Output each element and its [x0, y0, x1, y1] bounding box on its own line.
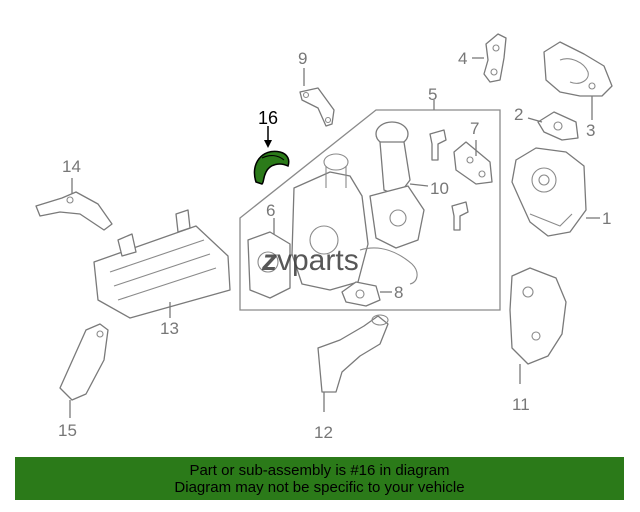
callout-10: 10 [430, 179, 449, 198]
part-12-pipe[interactable] [317, 314, 389, 393]
callout-13: 13 [160, 319, 179, 338]
part-3-housing[interactable] [543, 41, 613, 97]
part-14-bracket[interactable] [35, 191, 113, 231]
callout-2: 2 [514, 105, 523, 124]
bolt [429, 129, 469, 231]
part-7-gasket[interactable] [453, 141, 493, 185]
callout-5: 5 [428, 85, 437, 104]
wire-harness [359, 247, 418, 285]
info-banner: Part or sub-assembly is #16 in diagram D… [15, 457, 624, 500]
banner-line-1: Part or sub-assembly is #16 in diagram [189, 462, 450, 479]
part-10-valve[interactable] [369, 121, 425, 249]
callout-6: 6 [266, 201, 275, 220]
part-10-leader [409, 183, 429, 187]
callout-8: 8 [394, 283, 403, 302]
callout-11: 11 [512, 395, 530, 414]
watermark: zvparts [261, 244, 359, 277]
callout-12: 12 [314, 423, 333, 442]
part-1-actuator[interactable] [511, 147, 587, 237]
callout-1: 1 [602, 209, 611, 228]
part-13-cooler[interactable] [93, 209, 231, 319]
part-15-bracket[interactable] [59, 323, 109, 401]
parts-diagram: 16 9 4 3 2 1 14 [35, 33, 613, 442]
egr-valve-body[interactable] [291, 153, 369, 291]
callout-9: 9 [298, 49, 307, 68]
part-2-gasket[interactable] [537, 111, 579, 141]
callout-14: 14 [62, 157, 81, 176]
part-11-bracket[interactable] [509, 267, 567, 365]
part-16-arrow [264, 140, 272, 148]
part-6-gasket[interactable] [247, 231, 291, 299]
callout-3: 3 [586, 121, 595, 140]
banner-line-2: Diagram may not be specific to your vehi… [174, 479, 465, 496]
callout-16: 16 [258, 108, 278, 128]
callout-7: 7 [470, 119, 479, 138]
part-16-hose[interactable] [253, 150, 290, 185]
part-4-gasket[interactable] [483, 33, 507, 83]
part-2-leader [527, 117, 543, 123]
part-8-gasket[interactable] [341, 281, 381, 307]
part-9-bracket[interactable] [299, 87, 335, 127]
callout-4: 4 [458, 49, 467, 68]
callout-15: 15 [58, 421, 77, 440]
